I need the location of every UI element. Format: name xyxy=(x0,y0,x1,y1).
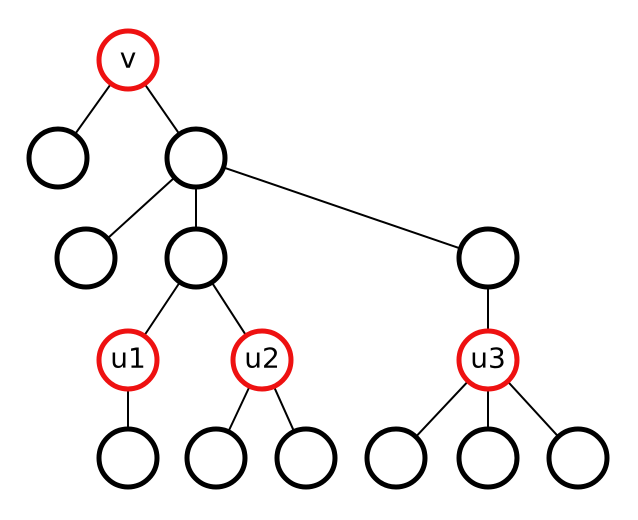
edge-d-u1 xyxy=(143,281,181,337)
edges-layer xyxy=(74,83,560,438)
node-circle-v xyxy=(96,28,160,92)
node-label-u2: u2 xyxy=(244,342,280,375)
node-circle-u2 xyxy=(230,328,294,392)
edge-b-c xyxy=(106,176,176,240)
node-circle-h xyxy=(274,426,338,490)
edge-v-b xyxy=(143,83,181,135)
tree-node-v: v xyxy=(96,28,160,92)
node-circle-f xyxy=(96,426,160,490)
node-label-u3: u3 xyxy=(470,342,506,375)
edge-v-a xyxy=(74,83,112,135)
edge-u2-g xyxy=(227,385,251,433)
tree-node-u3: u3 xyxy=(456,328,520,392)
tree-node-b xyxy=(164,126,228,190)
tree-node-j xyxy=(456,426,520,490)
node-circle-b xyxy=(164,126,228,190)
node-circle-i xyxy=(364,426,428,490)
node-circle-e xyxy=(456,226,520,290)
tree-node-u1: u1 xyxy=(96,328,160,392)
node-circle-g xyxy=(184,426,248,490)
tree-node-i xyxy=(364,426,428,490)
node-circle-a xyxy=(26,126,90,190)
edge-d-u2 xyxy=(210,281,248,337)
node-circle-j xyxy=(456,426,520,490)
node-label-u1: u1 xyxy=(110,342,146,375)
node-label-v: v xyxy=(120,42,137,75)
edge-u2-h xyxy=(272,386,296,432)
node-circle-u3 xyxy=(456,328,520,392)
tree-node-c xyxy=(54,226,118,290)
edge-u3-k xyxy=(506,380,560,438)
tree-node-f xyxy=(96,426,160,490)
tree-node-g xyxy=(184,426,248,490)
tree-node-k xyxy=(546,426,610,490)
node-circle-d xyxy=(164,226,228,290)
node-circle-u1 xyxy=(96,328,160,392)
tree-node-h xyxy=(274,426,338,490)
nodes-layer: v u1 u2 u3 xyxy=(26,28,610,490)
edge-b-e xyxy=(223,166,461,250)
tree-node-u2: u2 xyxy=(230,328,294,392)
node-circle-k xyxy=(546,426,610,490)
tree-node-d xyxy=(164,226,228,290)
tree-node-a xyxy=(26,126,90,190)
edge-u3-i xyxy=(415,380,469,438)
tree-node-e xyxy=(456,226,520,290)
node-circle-c xyxy=(54,226,118,290)
